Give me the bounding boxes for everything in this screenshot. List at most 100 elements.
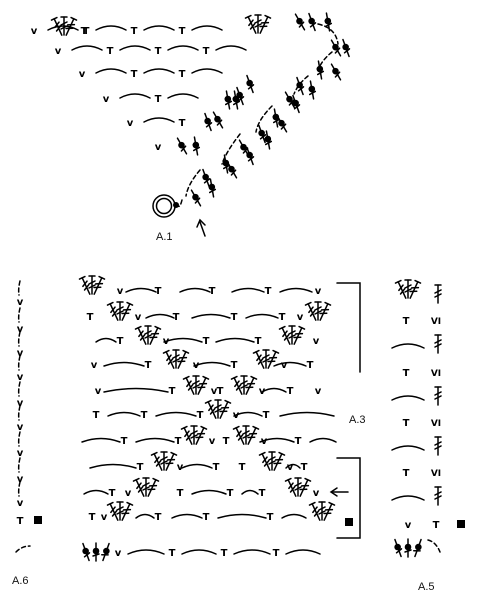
stitch-group-icon [413, 538, 422, 558]
chain-symbol: v [31, 26, 38, 37]
treble-symbol: T [307, 360, 314, 371]
chain-arc-icon [103, 361, 145, 367]
stitch-group-icon [284, 477, 297, 497]
treble-symbol: T [227, 488, 234, 499]
stitch-group-icon [268, 451, 276, 471]
chain-arc-icon [391, 395, 425, 401]
treble-symbol: T [403, 316, 410, 327]
stitch-group-icon [212, 111, 224, 129]
stitch-group-icon [204, 112, 213, 132]
chain-symbol: v [177, 462, 184, 473]
chain-symbol: v [233, 410, 240, 421]
chain-arc-icon [167, 93, 199, 99]
bracket [336, 457, 361, 539]
treble-symbol: T [155, 286, 162, 297]
stitch-group-icon [165, 451, 178, 471]
stitch-group-icon [404, 279, 412, 299]
treble-symbol: T [155, 94, 162, 105]
square-marker-icon [457, 520, 465, 528]
treble-symbol: T [83, 26, 90, 37]
stitch-group-icon [246, 146, 255, 166]
treble-symbol: T [155, 46, 162, 57]
treble-symbol: T [179, 69, 186, 80]
treble-symbol: T [263, 410, 270, 421]
chain-arc-icon [191, 25, 223, 31]
stitch-group-icon [247, 425, 260, 445]
treble-symbol: T [255, 336, 262, 347]
stitch-group-icon [246, 74, 255, 94]
chain-symbol: v [17, 474, 24, 485]
treble-symbol: T [209, 286, 216, 297]
treble-symbol: T [93, 410, 100, 421]
chain-arc-icon [17, 381, 21, 397]
stitch-group-icon [192, 375, 200, 395]
stitch-group-icon [330, 63, 342, 81]
treble-symbol: T [175, 436, 182, 447]
stitch-group-icon [132, 477, 145, 497]
chain-arc-icon [261, 387, 287, 393]
chain-symbol: v [261, 436, 268, 447]
chain-arc-icon [143, 117, 175, 123]
stitch-group-icon [434, 284, 442, 304]
stitch-group-icon [116, 501, 124, 521]
chain-arc-icon [193, 361, 231, 367]
chain-symbol: v [313, 488, 320, 499]
chain-arc-icon [179, 287, 211, 293]
stitch-group-icon [284, 91, 296, 109]
treble-symbol: T [17, 516, 24, 527]
chain-arc-icon [171, 513, 203, 519]
stitch-group-icon [323, 501, 336, 521]
chain-arc-icon [285, 463, 301, 469]
treble-symbol: T [109, 488, 116, 499]
chain-arc-icon [17, 355, 21, 371]
stitch-group-icon [319, 301, 332, 321]
treble-symbol: T [169, 386, 176, 397]
stitch-group-icon [92, 542, 100, 562]
arrow-icon [196, 218, 206, 237]
chain-symbol: v [281, 360, 288, 371]
chain-arc-icon [17, 431, 21, 447]
chain-arc-icon [17, 405, 21, 421]
treble-symbol: T [203, 336, 210, 347]
stitch-group-icon [78, 275, 91, 295]
stitch-group-icon [101, 542, 110, 562]
treble-symbol: T [223, 436, 230, 447]
stitch-group-icon [232, 425, 245, 445]
stitch-group-icon [60, 16, 68, 36]
treble-symbol: T [117, 336, 124, 347]
stitch-group-icon [254, 14, 262, 34]
stitch-group-icon [278, 325, 291, 345]
stitch-group-icon [219, 399, 232, 419]
treble-symbol: T [141, 410, 148, 421]
chain-arc-icon [293, 75, 309, 95]
chain-arc-icon [167, 45, 199, 51]
chain-arc-icon [135, 437, 175, 443]
chain-symbol: v [127, 118, 134, 129]
stitch-group-icon [202, 168, 211, 188]
chain-arc-icon [191, 313, 231, 319]
stitch-group-icon [192, 136, 201, 156]
chain-arc-icon [17, 331, 21, 347]
chain-arc-icon [233, 549, 271, 555]
treble-symbol: T [179, 26, 186, 37]
treble-symbol: T [173, 312, 180, 323]
stitch-group-icon [294, 13, 306, 31]
vi-symbol: VI [431, 317, 441, 327]
chain-symbol: v [17, 498, 24, 509]
chain-arc-icon [191, 489, 227, 495]
chain-arc-icon [279, 287, 313, 293]
label-a3: A.3 [349, 414, 366, 426]
treble-symbol: T [403, 468, 410, 479]
stitch-group-icon [222, 154, 231, 174]
stitch-group-icon [409, 279, 422, 299]
stitch-group-icon [304, 301, 317, 321]
chain-arc-icon [279, 411, 335, 417]
chain-arc-icon [17, 481, 21, 497]
treble-symbol: T [239, 462, 246, 473]
chain-arc-icon [17, 307, 21, 323]
stitch-group-icon [197, 375, 210, 395]
stitch-group-icon [190, 189, 202, 207]
stitch-group-icon [204, 399, 217, 419]
